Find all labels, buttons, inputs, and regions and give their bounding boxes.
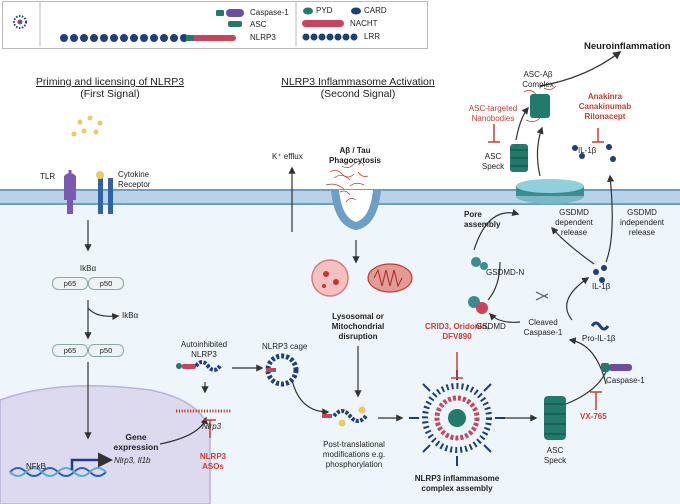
- vx765-label: VX-765: [580, 412, 607, 421]
- il1b-top-label: IL-1β: [578, 146, 597, 155]
- gene-expression-label: Gene expression: [113, 432, 159, 452]
- il1b-dots: [572, 144, 616, 283]
- neuroinflammation-label: Neuroinflammation: [584, 41, 671, 52]
- nlrp3-inflammasome-complex: [409, 370, 505, 466]
- gsdmd-protein: [468, 296, 488, 314]
- p65-protein: p65: [52, 277, 88, 290]
- cytokine-receptor-label: Cytokine Receptor: [118, 170, 151, 189]
- ikba-label: IkBα: [79, 264, 97, 273]
- pro-il1b-icon: [590, 321, 610, 331]
- cytokine-receptor: [96, 171, 113, 214]
- genes-label: Nlrp3, Il1b: [114, 456, 151, 465]
- transcription-arrow: [70, 452, 113, 470]
- priming-title: Priming and licensing of NLRP3: [35, 76, 185, 88]
- legend-nacht: NACHT: [350, 19, 378, 28]
- legend-caspase1: Caspase-1: [250, 8, 289, 17]
- complex-assembly-label: NLRP3 inflammasome complex assembly: [414, 474, 500, 493]
- legend-nlrp3: NLRP3: [250, 33, 276, 42]
- nlrp3-cage-label: NLRP3 cage: [262, 342, 308, 351]
- k-efflux-label: K⁺ efflux: [272, 152, 303, 161]
- phagocytosis-label: Aβ / Tau Phagocytosis: [328, 146, 381, 165]
- lysosome: [311, 259, 349, 297]
- ptm-label: Post-translational modifications e.g. ph…: [322, 440, 386, 469]
- legend-lrr: LRR: [364, 32, 381, 41]
- gsdmd-pore: [516, 179, 584, 204]
- tlr-receptor: [64, 170, 76, 214]
- mitochondrion: [367, 263, 413, 293]
- p65-protein-nuclear: p65: [52, 344, 88, 357]
- activation-title: NLRP3 Inflammasome Activation: [281, 76, 435, 88]
- phagocytic-cup: [331, 189, 381, 231]
- ligands: [71, 115, 103, 137]
- pore-assembly-label: Pore assembly: [464, 210, 501, 229]
- nfkb-label: NFkB: [26, 462, 46, 471]
- autoinhibited-nlrp3: [176, 360, 222, 372]
- nlrp3-cage: [265, 353, 299, 387]
- nlrp3-inhibitors-label: CRID3, Oridonin, DFV890: [425, 322, 489, 341]
- caspase1-icon: [601, 363, 632, 372]
- p50-protein: p50: [88, 277, 124, 290]
- priming-subtitle: (First Signal): [80, 88, 140, 100]
- asc-abeta-label: ASC-Aβ Complex: [522, 70, 554, 89]
- amyloid-fibrils: [325, 161, 369, 203]
- caspase1-label: Caspase-1: [606, 376, 645, 385]
- gsdmd-dependent-label: GSDMD dependent release: [555, 208, 593, 237]
- il1b-label: IL-1β: [592, 282, 611, 291]
- gsdmd-n: [471, 257, 488, 270]
- pro-il1b-label: Pro-IL-1β: [582, 334, 616, 343]
- nlrp3-asos-label: NLRP3 ASOs: [199, 452, 227, 471]
- asc-speck-top: [510, 144, 528, 172]
- p50-protein-nuclear: p50: [88, 344, 124, 357]
- tlr-label: TLR: [40, 172, 56, 181]
- ikba-released-label: IkBα: [122, 311, 139, 320]
- asc-speck-top-label: ASC Speck: [481, 152, 505, 171]
- asc-speck-bottom-label: ASC Speck: [543, 446, 567, 465]
- gsdmd-independent-label: GSDMD independent release: [619, 208, 665, 237]
- asc-nanobodies-label: ASC-targeted Nanobodies: [468, 104, 518, 123]
- lysosomal-disruption-label: Lysosomal or Mitochondrial disruption: [331, 312, 385, 341]
- legend-asc: ASC: [250, 20, 267, 29]
- scissors-icon: [535, 291, 549, 301]
- phosphorylated-nlrp3: [322, 406, 368, 427]
- legend-pyd: PYD: [316, 6, 333, 15]
- activation-subtitle: (Second Signal): [320, 88, 396, 100]
- asc-speck-bottom: [544, 396, 566, 440]
- asc-abeta-complex: [523, 85, 557, 122]
- anti-il1-label: Anakinra Canakinumab Rilonacept: [578, 92, 632, 121]
- legend-icons: [13, 2, 361, 46]
- legend-card: CARD: [364, 6, 387, 15]
- autoinhibited-nlrp3-label: Autoinhibited NLRP3: [180, 340, 228, 359]
- gsdmd-label: GSDMD: [476, 322, 506, 331]
- nucleus: [0, 385, 211, 504]
- cleaved-caspase1-label: Cleaved Caspase-1: [523, 318, 563, 337]
- gsdmd-n-label: GSDMD-N: [486, 268, 525, 277]
- legend: [2, 1, 428, 49]
- nlrp3-mrna-label: Nlrp3: [202, 422, 222, 431]
